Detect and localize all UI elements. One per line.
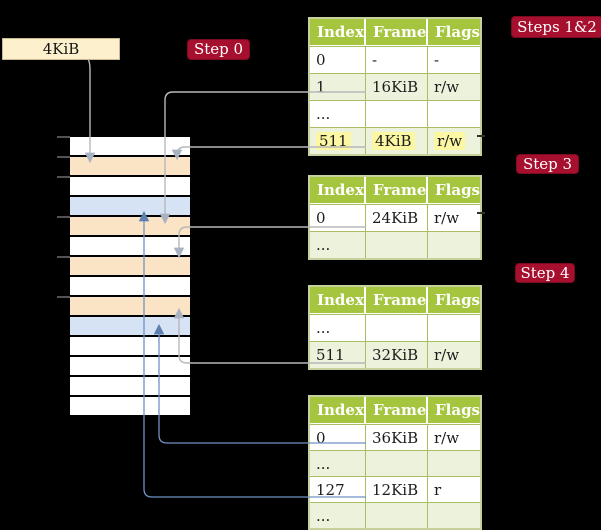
memory-cell-5 (70, 237, 190, 255)
table-cell: ... (310, 450, 366, 476)
column-header-index: Index (310, 397, 366, 423)
page-table-final-row-...: ... (310, 450, 480, 476)
table-cell (428, 314, 480, 341)
page-table-final-row-...: ... (310, 502, 480, 528)
frame-address-box: 4KiB (2, 38, 120, 60)
memory-cell-0 (70, 137, 190, 155)
table-cell: r/w (428, 127, 480, 154)
memory-cell-2 (70, 177, 190, 195)
highlighted-value: r/w (434, 132, 466, 150)
table-cell (428, 231, 480, 258)
column-header-frame: Frame (366, 177, 428, 203)
table-cell (366, 314, 428, 341)
badge-step-0: Step 0 (188, 40, 249, 59)
table-cell (428, 502, 480, 528)
table-cell (366, 450, 428, 476)
memory-cell-12 (70, 377, 190, 395)
memory-cell-10 (70, 337, 190, 355)
table-cell (366, 231, 428, 258)
table-cell: 511 (310, 127, 366, 154)
table-cell: ... (310, 231, 366, 258)
table-cell: ... (310, 314, 366, 341)
table-cell: 0 (310, 424, 366, 450)
table-cell (428, 100, 480, 127)
page-table-step-3-row-...: ... (310, 231, 480, 258)
table-cell: 4KiB (366, 127, 428, 154)
table-cell: r/w (428, 424, 480, 450)
highlighted-value: 511 (316, 132, 351, 150)
badge-step-4: Step 4 (516, 264, 574, 282)
table-cell: 16KiB (366, 73, 428, 100)
column-header-frame: Frame (366, 287, 428, 313)
page-table-step-4-row-...: ... (310, 314, 480, 341)
table-cell: 127 (310, 476, 366, 502)
column-header-index: Index (310, 177, 366, 203)
table-cell: 12KiB (366, 476, 428, 502)
column-header-frame: Frame (366, 397, 428, 423)
table-cell: 1 (310, 73, 366, 100)
page-table-steps-1-2-row-0: 0-- (310, 46, 480, 73)
badge-step-3: Step 3 (517, 155, 578, 173)
table-cell (428, 450, 480, 476)
column-header-flags: Flags (435, 23, 480, 41)
table-cell: r (428, 476, 480, 502)
memory-cell-4 (70, 217, 190, 235)
table-cell: 0 (310, 204, 366, 231)
column-header-flags: Flags (435, 181, 480, 199)
badge-step-4-label: Step 4 (520, 263, 570, 282)
column-header-flags: Flags (435, 291, 480, 309)
table-cell: r/w (428, 204, 480, 231)
table-cell: ... (310, 502, 366, 528)
memory-cell-9 (70, 317, 190, 335)
memory-cell-13 (70, 397, 190, 415)
column-header-frame: Frame (366, 19, 428, 45)
memory-cell-8 (70, 297, 190, 315)
page-table-steps-1-2-row-511: 511 4KiB r/w (310, 127, 480, 154)
highlighted-value: 4KiB (372, 132, 415, 150)
table-cell: - (366, 46, 428, 73)
page-table-steps-1-2-row-...: ... (310, 100, 480, 127)
table-cell: r/w (428, 341, 480, 368)
table-cell: 0 (310, 46, 366, 73)
table-cell: r/w (428, 73, 480, 100)
badge-steps-1-2-label: Steps 1&2 (517, 17, 597, 36)
badge-step-3-label: Step 3 (522, 154, 573, 173)
table-cell: ... (310, 100, 366, 127)
memory-cell-6 (70, 257, 190, 275)
column-header-index: Index (310, 287, 366, 313)
frame-address-label: 4KiB (42, 40, 80, 58)
memory-cell-7 (70, 277, 190, 295)
table-cell: 36KiB (366, 424, 428, 450)
badge-steps-1-2: Steps 1&2 (512, 17, 601, 37)
table-cell (366, 502, 428, 528)
badge-step-0-label: Step 0 (193, 40, 244, 58)
memory-cell-1 (70, 157, 190, 175)
memory-cell-11 (70, 357, 190, 375)
table-cell (366, 100, 428, 127)
memory-cell-3 (70, 197, 190, 215)
column-header-index: Index (310, 19, 366, 45)
table-cell: 24KiB (366, 204, 428, 231)
table-cell: 32KiB (366, 341, 428, 368)
table-cell: - (428, 46, 480, 73)
column-header-flags: Flags (435, 401, 480, 419)
table-cell: 511 (310, 341, 366, 368)
